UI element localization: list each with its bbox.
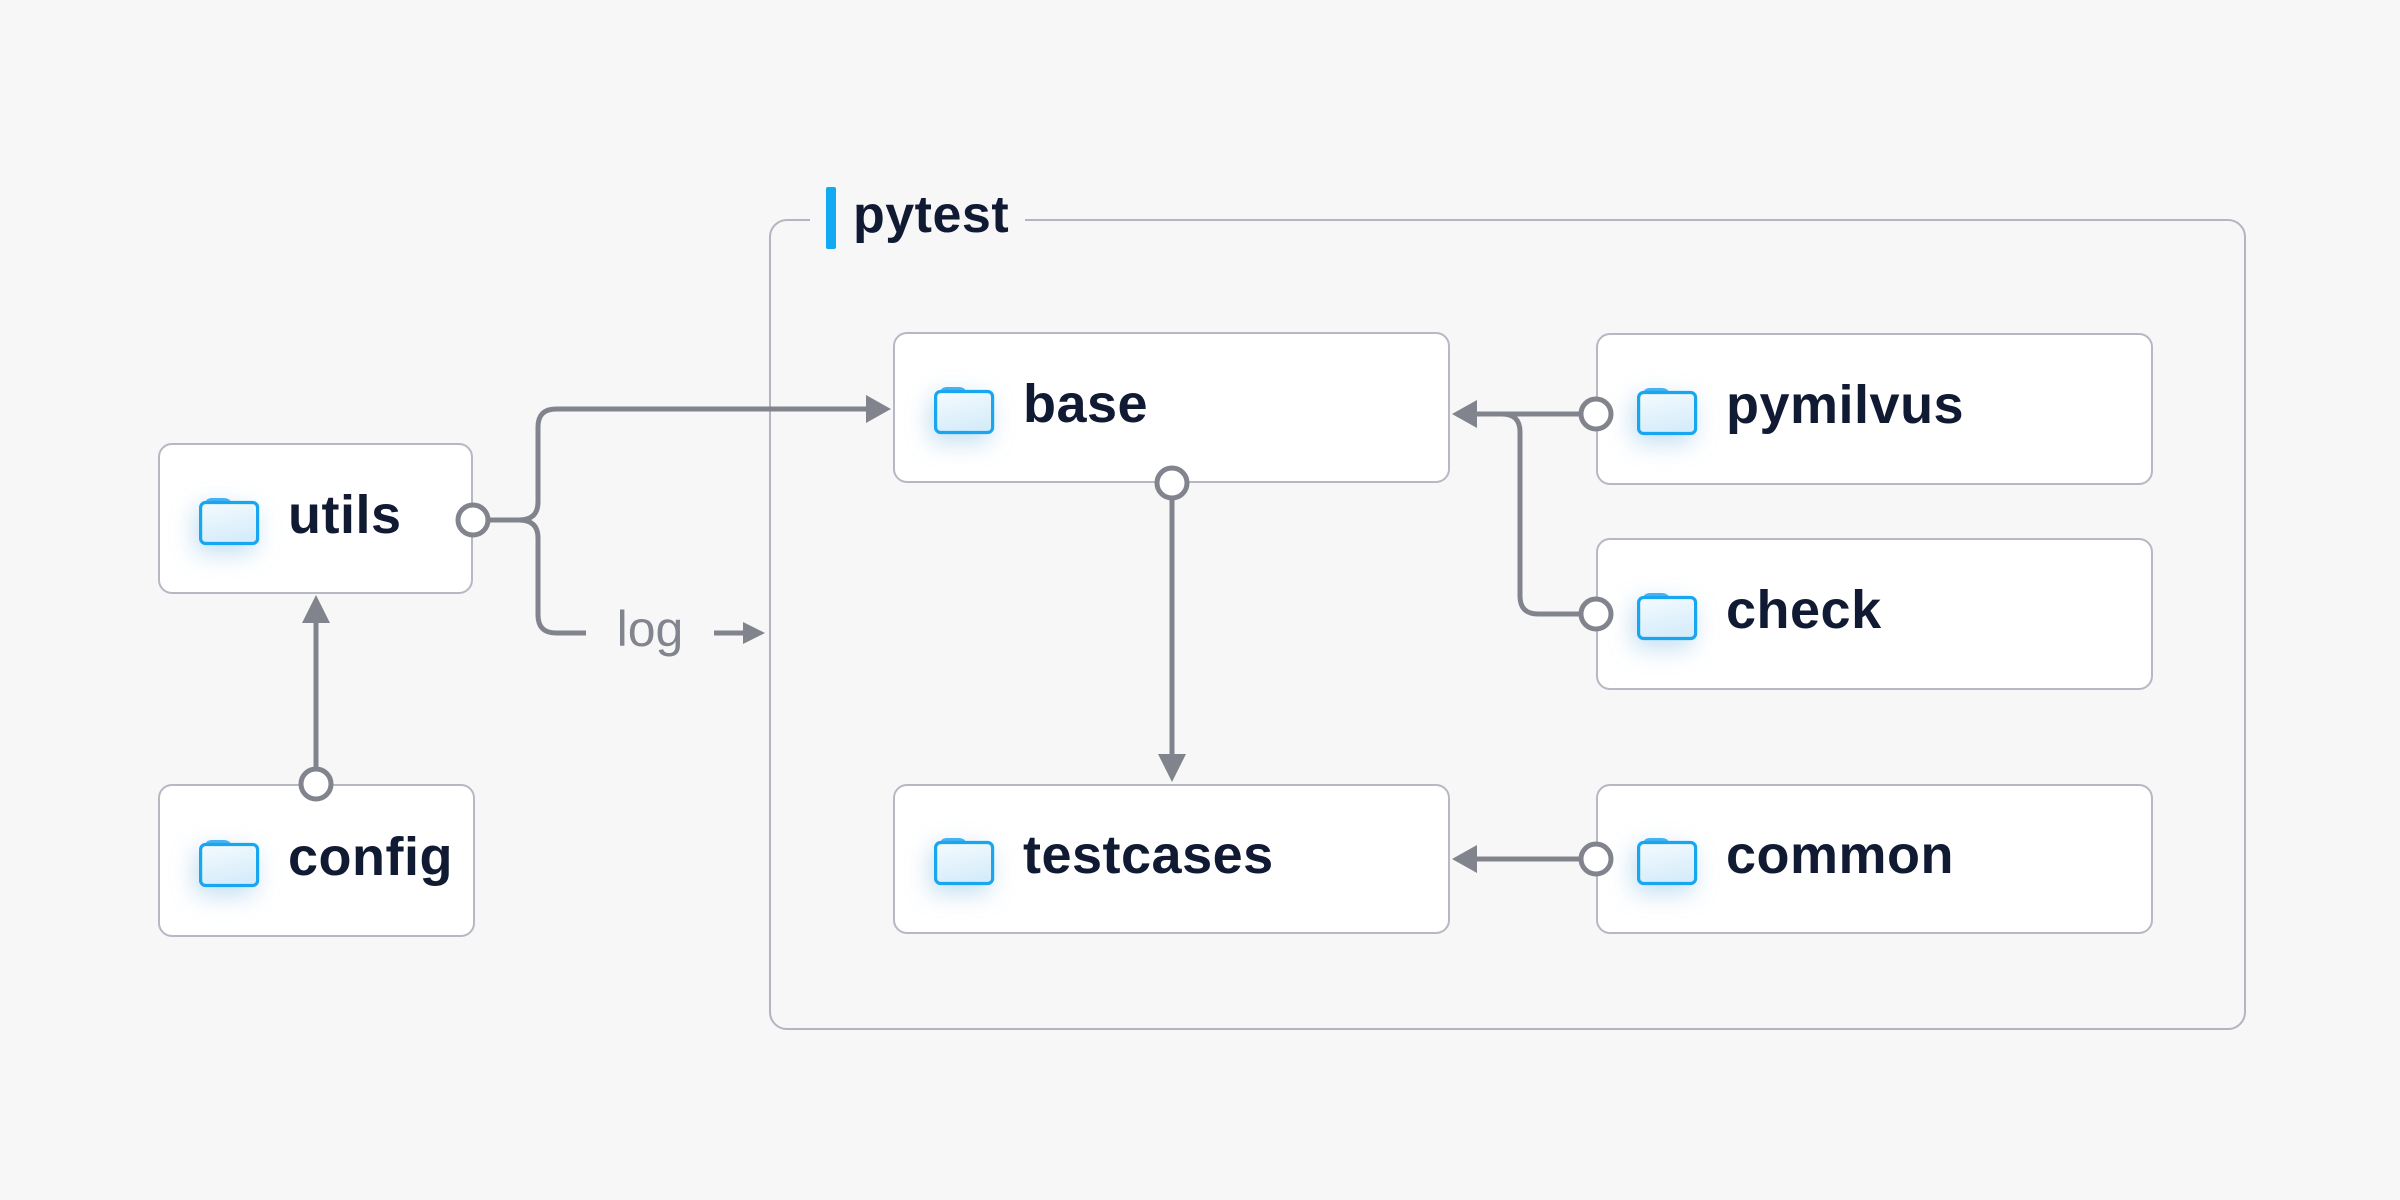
folder-icon xyxy=(198,839,260,887)
edge-utils-log xyxy=(518,517,586,636)
node-testcases: testcases xyxy=(893,784,1450,934)
folder-icon xyxy=(198,497,260,545)
node-base: base xyxy=(893,332,1450,483)
arrowhead-log-group xyxy=(743,622,765,644)
folder-icon xyxy=(933,838,995,886)
folder-icon xyxy=(1636,593,1698,641)
node-common: common xyxy=(1596,784,2153,934)
edge-label-log: log xyxy=(616,601,684,657)
arrowhead-config-utils xyxy=(302,595,330,623)
node-utils: utils xyxy=(158,443,473,594)
node-label: testcases xyxy=(1023,825,1274,885)
node-config: config xyxy=(158,784,475,937)
pytest-group-label: pytest xyxy=(810,180,1026,256)
group-label-text: pytest xyxy=(853,186,1010,244)
node-pymilvus: pymilvus xyxy=(1596,333,2153,485)
node-label: utils xyxy=(288,484,402,545)
node-label: common xyxy=(1726,825,1955,885)
group-label-accent-bar xyxy=(826,187,836,249)
node-label: config xyxy=(288,826,453,887)
node-label: pymilvus xyxy=(1726,375,1965,435)
folder-icon xyxy=(1636,838,1698,886)
node-label: base xyxy=(1023,373,1149,434)
node-label: check xyxy=(1726,580,1882,640)
folder-icon xyxy=(933,386,995,434)
pytest-group xyxy=(769,219,2246,1030)
node-check: check xyxy=(1596,538,2153,690)
folder-icon xyxy=(1636,388,1698,436)
